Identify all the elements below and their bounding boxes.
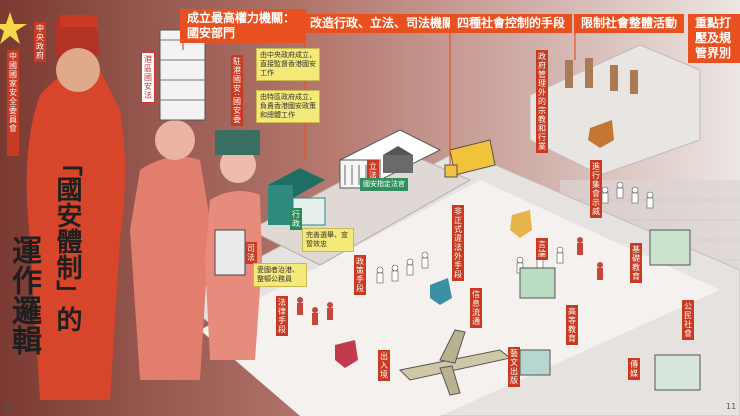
label-information-flow: 信息流通 [470, 288, 482, 328]
label-basic-education: 基礎教育 [630, 243, 642, 283]
label-executive: 行政 [290, 208, 302, 230]
label-gathering: 進行集會示威 [590, 160, 602, 218]
label-security-committee: 國安委 [231, 95, 243, 126]
third-figure [205, 130, 262, 360]
header-security-department: 成立最高權力機關：國安部門 [180, 9, 306, 43]
header-social-control: 四種社會控制的手段 [450, 14, 573, 33]
label-informal-means: 非正式違法外手段 [452, 205, 464, 281]
star-icon [0, 12, 27, 44]
shield-markers [335, 120, 614, 368]
truck [444, 139, 496, 178]
court-building [383, 146, 413, 173]
box-designated-judges: 國安指定法官 [360, 178, 408, 191]
second-figure [130, 29, 210, 380]
header-restrict-activities: 限制社會整體活動 [574, 14, 685, 33]
red-figures [297, 237, 603, 325]
header-key-sectors: 重點打壓及規管界別 [688, 14, 740, 63]
label-legal-means: 法律手段 [276, 296, 288, 336]
label-publishing: 藝文出版 [508, 347, 520, 387]
label-speech: 言論 [536, 238, 548, 260]
box-civil-servants: 愛國者治港、整頓公務員 [253, 263, 307, 287]
platform-top [200, 180, 720, 416]
label-judiciary: 司法 [245, 242, 257, 264]
label-media: 傳媒 [628, 358, 640, 380]
page-number-left: 10 [4, 402, 15, 411]
page-number-right: 11 [726, 402, 737, 411]
airplane [398, 329, 512, 396]
label-entry-exit: 出入境 [378, 350, 390, 381]
title-part1: 「國安體制」的 [52, 150, 82, 332]
header-reform-institutions: 改造行政、立法、司法機關 [303, 14, 462, 33]
box-security-office: 由中央政府成立，直接監督香港國安工作 [256, 48, 320, 81]
label-central-government: 中央政府 [34, 22, 46, 62]
giant-figure [26, 15, 126, 401]
label-national-security-committee: 中國國家安全委員會 [7, 50, 19, 156]
label-higher-education: 高等教育 [566, 305, 578, 345]
machines [519, 229, 701, 391]
title-part2: 運作邏輯 [6, 235, 41, 355]
box-security-committee: 由特區政府成立，負責香港國安政策和總體工作 [256, 90, 320, 123]
statues [565, 58, 638, 94]
box-election: 完善選舉、宣誓效忠 [302, 228, 354, 252]
label-hk-security-law: 港區國安法 [141, 52, 155, 103]
label-civil-society: 公民社會 [682, 300, 694, 340]
label-religion: 政府管理外的宗教和行業 [536, 50, 548, 153]
label-political-means: 政策手段 [354, 255, 366, 295]
